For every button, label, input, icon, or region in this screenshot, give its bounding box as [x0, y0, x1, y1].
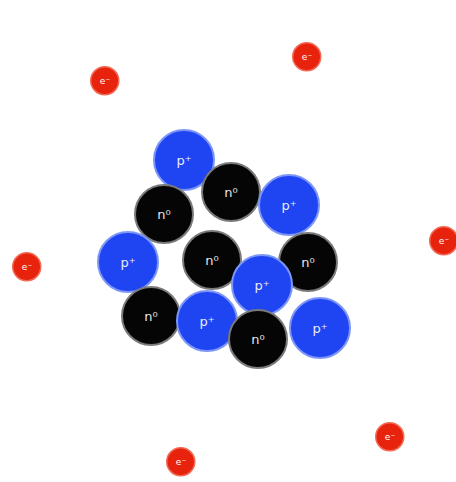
- circle-shape: [98, 232, 158, 292]
- circle-shape: [135, 185, 193, 243]
- particle-label: p⁺: [254, 279, 269, 292]
- proton-circle: p⁺: [97, 231, 159, 293]
- proton-circle: p⁺: [289, 297, 351, 359]
- electron-circle: e⁻: [292, 42, 322, 72]
- circle-shape: [290, 298, 350, 358]
- neutron-circle: n⁰: [121, 286, 181, 346]
- particle-label: e⁻: [176, 458, 186, 467]
- circle-shape: [167, 448, 195, 476]
- particle-label: p⁺: [312, 322, 327, 335]
- particle-label: p⁺: [199, 315, 214, 328]
- proton-circle: p⁺: [231, 254, 293, 316]
- neutron-circle: n⁰: [228, 309, 288, 369]
- circle-shape: [376, 423, 404, 451]
- circle-shape: [177, 291, 237, 351]
- particle-label: n⁰: [205, 254, 218, 267]
- electron-circle: e⁻: [90, 66, 120, 96]
- particle-label: e⁻: [439, 237, 449, 246]
- particle-label: e⁻: [385, 433, 395, 442]
- circle-shape: [430, 227, 456, 255]
- particle-label: n⁰: [157, 208, 170, 221]
- circle-shape: [13, 253, 41, 281]
- particle-label: n⁰: [251, 333, 264, 346]
- particle-label: p⁺: [176, 154, 191, 167]
- circle-shape: [293, 43, 321, 71]
- proton-circle: p⁺: [258, 174, 320, 236]
- circle-shape: [91, 67, 119, 95]
- particle-label: e⁻: [302, 53, 312, 62]
- neutron-circle: n⁰: [201, 162, 261, 222]
- particle-label: p⁺: [281, 199, 296, 212]
- electron-circle: e⁻: [375, 422, 405, 452]
- circle-shape: [232, 255, 292, 315]
- particle-label: p⁺: [120, 256, 135, 269]
- circle-shape: [259, 175, 319, 235]
- circle-shape: [229, 310, 287, 368]
- electron-circle: e⁻: [429, 226, 456, 256]
- particle-label: e⁻: [100, 77, 110, 86]
- circle-shape: [202, 163, 260, 221]
- particle-label: n⁰: [224, 186, 237, 199]
- electron-circle: e⁻: [166, 447, 196, 477]
- particle-label: n⁰: [144, 310, 157, 323]
- particle-label: e⁻: [22, 263, 32, 272]
- particle-label: n⁰: [301, 256, 314, 269]
- circle-shape: [122, 287, 180, 345]
- electron-circle: e⁻: [12, 252, 42, 282]
